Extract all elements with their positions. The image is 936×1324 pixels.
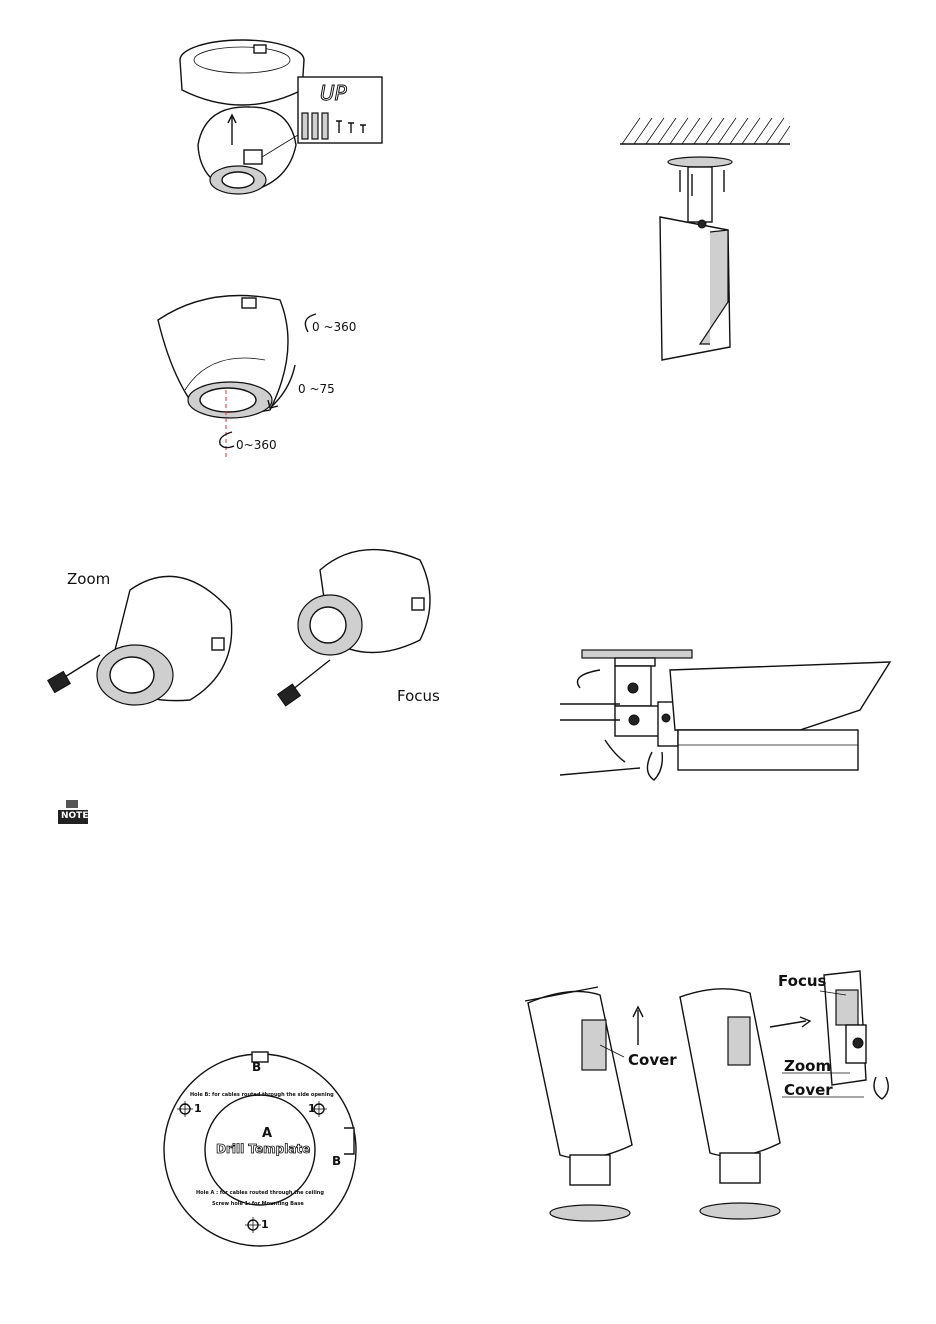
hole-b-top-label: B bbox=[252, 1060, 261, 1074]
pan-range-label: 0 ~360 bbox=[312, 320, 356, 334]
dome-adjust-figure: Zoom Focus bbox=[40, 530, 460, 730]
dome-zoom-label: Zoom bbox=[67, 570, 110, 588]
hole-b-side-label: B bbox=[332, 1154, 341, 1168]
bullet-zoom-label: Zoom bbox=[784, 1057, 831, 1075]
hole-b-note: Hole B: for cables routed through the si… bbox=[190, 1092, 334, 1098]
bullet-bracket-drawing bbox=[560, 640, 900, 790]
bullet-ceiling-mount-figure bbox=[610, 112, 800, 372]
hole-a-note: Hole A : for cables routed through the c… bbox=[196, 1190, 324, 1196]
dome-base-drawing bbox=[170, 35, 400, 225]
up-label: UP bbox=[320, 81, 347, 105]
bullet-adjust-figure: Cover Focus Zoom Cover bbox=[520, 965, 910, 1245]
bullet-ceiling-mount-drawing bbox=[610, 112, 800, 372]
dome-base-figure: UP bbox=[170, 35, 400, 225]
dome-rotation-drawing bbox=[150, 290, 410, 470]
rotate-range-label: 0~360 bbox=[236, 438, 277, 452]
tilt-range-label: 0 ~75 bbox=[298, 382, 335, 396]
dome-focus-label: Focus bbox=[397, 687, 440, 705]
note-icon: NOTE bbox=[58, 800, 88, 824]
bullet-adjust-drawing bbox=[520, 965, 910, 1245]
center-a-label: A bbox=[262, 1126, 272, 1141]
hole-1-left-label: 1 bbox=[194, 1102, 202, 1115]
note-icon-text: NOTE bbox=[61, 811, 88, 821]
drill-template-figure: B Hole B: for cables routed through the … bbox=[160, 1050, 360, 1250]
bullet-focus-label: Focus bbox=[778, 972, 826, 990]
hole-1-bottom-label: 1 bbox=[261, 1218, 269, 1231]
drill-template-title: Drill Template bbox=[216, 1142, 310, 1156]
bullet-cover-right-label: Cover bbox=[784, 1081, 833, 1099]
hole-1-right-label: 1 bbox=[308, 1102, 316, 1115]
screw-hole-note: Screw hole 1: for Mounting Base bbox=[212, 1201, 304, 1207]
bullet-bracket-figure bbox=[560, 640, 900, 790]
dome-rotation-figure: 0 ~360 0 ~75 0~360 bbox=[150, 290, 410, 470]
bullet-cover-left-label: Cover bbox=[628, 1051, 677, 1069]
